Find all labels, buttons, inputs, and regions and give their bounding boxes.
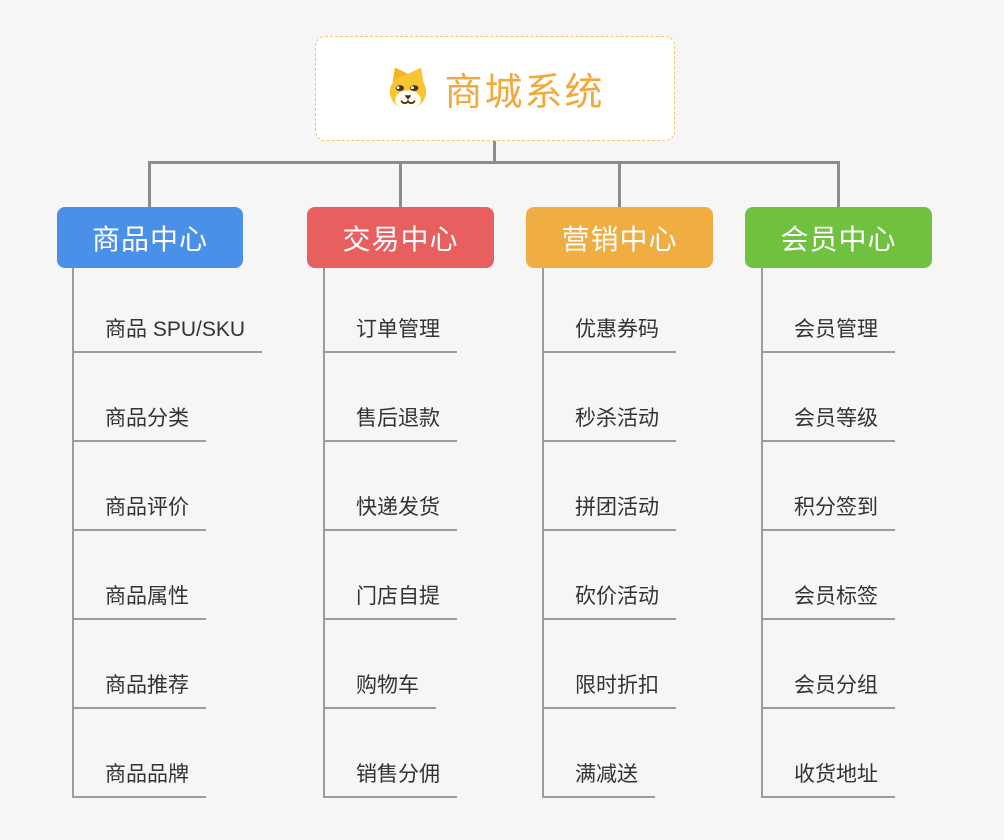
branch-drop-line bbox=[618, 161, 621, 207]
leaf-node[interactable]: 收货地址 bbox=[763, 760, 895, 798]
branch-node-trade-center[interactable]: 交易中心 bbox=[307, 207, 494, 268]
leaf-node[interactable]: 购物车 bbox=[325, 671, 436, 709]
leaf-node[interactable]: 商品推荐 bbox=[74, 671, 206, 709]
leaf-node[interactable]: 商品 SPU/SKU bbox=[74, 315, 263, 353]
branch-node-product-center[interactable]: 商品中心 bbox=[57, 207, 243, 268]
branch-node-marketing-center[interactable]: 营销中心 bbox=[526, 207, 713, 268]
branch-node-member-center[interactable]: 会员中心 bbox=[745, 207, 932, 268]
leaf-node[interactable]: 售后退款 bbox=[325, 404, 457, 442]
leaf-node[interactable]: 会员分组 bbox=[763, 671, 895, 709]
root-node[interactable]: 商城系统 bbox=[315, 36, 675, 141]
branch-children-marketing-center: 优惠券码 秒杀活动 拼团活动 砍价活动 限时折扣 满减送 bbox=[542, 268, 676, 798]
leaf-node[interactable]: 限时折扣 bbox=[544, 671, 676, 709]
leaf-node[interactable]: 拼团活动 bbox=[544, 493, 676, 531]
leaf-node[interactable]: 快递发货 bbox=[325, 493, 457, 531]
leaf-node[interactable]: 门店自提 bbox=[325, 582, 457, 620]
leaf-node[interactable]: 砍价活动 bbox=[544, 582, 676, 620]
branch-drop-line bbox=[148, 161, 151, 207]
branch-children-trade-center: 订单管理 售后退款 快递发货 门店自提 购物车 销售分佣 bbox=[323, 268, 457, 798]
leaf-node[interactable]: 会员等级 bbox=[763, 404, 895, 442]
root-title: 商城系统 bbox=[444, 72, 605, 114]
leaf-node[interactable]: 商品分类 bbox=[74, 404, 206, 442]
branch-drop-line bbox=[837, 161, 840, 207]
leaf-node[interactable]: 优惠券码 bbox=[544, 315, 676, 353]
leaf-node[interactable]: 会员标签 bbox=[763, 582, 895, 620]
leaf-node[interactable]: 商品品牌 bbox=[74, 760, 206, 798]
branch-drop-line bbox=[399, 161, 402, 207]
dog-face-icon bbox=[390, 67, 427, 110]
branch-children-member-center: 会员管理 会员等级 积分签到 会员标签 会员分组 收货地址 bbox=[761, 268, 895, 798]
leaf-node[interactable]: 会员管理 bbox=[763, 315, 895, 353]
branch-children-product-center: 商品 SPU/SKU 商品分类 商品评价 商品属性 商品推荐 商品品牌 bbox=[72, 268, 263, 798]
leaf-node[interactable]: 商品评价 bbox=[74, 493, 206, 531]
leaf-node[interactable]: 商品属性 bbox=[74, 582, 206, 620]
leaf-node[interactable]: 积分签到 bbox=[763, 493, 895, 531]
horizontal-connector bbox=[148, 161, 840, 164]
leaf-node[interactable]: 满减送 bbox=[544, 760, 655, 798]
leaf-node[interactable]: 销售分佣 bbox=[325, 760, 457, 798]
leaf-node[interactable]: 秒杀活动 bbox=[544, 404, 676, 442]
leaf-node[interactable]: 订单管理 bbox=[325, 315, 457, 353]
root-connector-stub bbox=[493, 141, 496, 162]
